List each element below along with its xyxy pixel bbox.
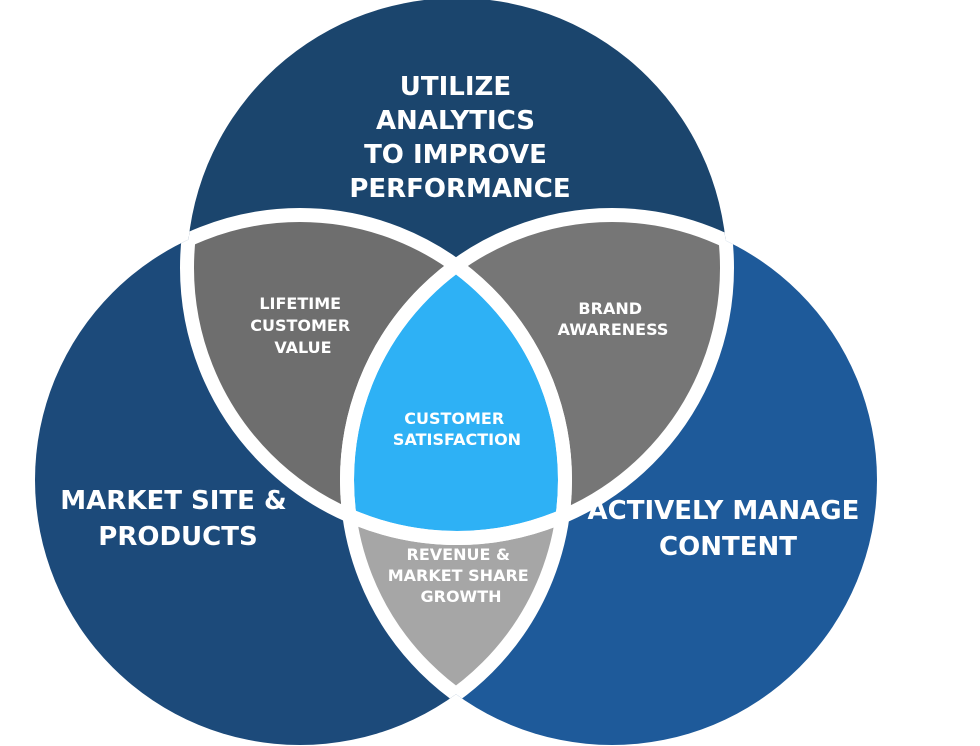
label-lifetime-value: LIFETIME CUSTOMER VALUE — [250, 294, 356, 357]
label-market-site: MARKET SITE & PRODUCTS — [60, 486, 295, 552]
overlap-customer-satisfaction — [347, 215, 565, 538]
label-revenue-growth: REVENUE & MARKET SHARE GROWTH — [388, 545, 535, 606]
label-manage-content: ACTIVELY MANAGE CONTENT — [588, 496, 869, 562]
separator-arcs — [180, 208, 734, 745]
label-analytics: UTILIZE ANALYTICS TO IMPROVE PERFORMANCE — [349, 72, 570, 204]
label-customer-satisfaction: CUSTOMER SATISFACTION — [393, 409, 521, 449]
label-brand-awareness: BRAND AWARENESS — [558, 299, 669, 339]
